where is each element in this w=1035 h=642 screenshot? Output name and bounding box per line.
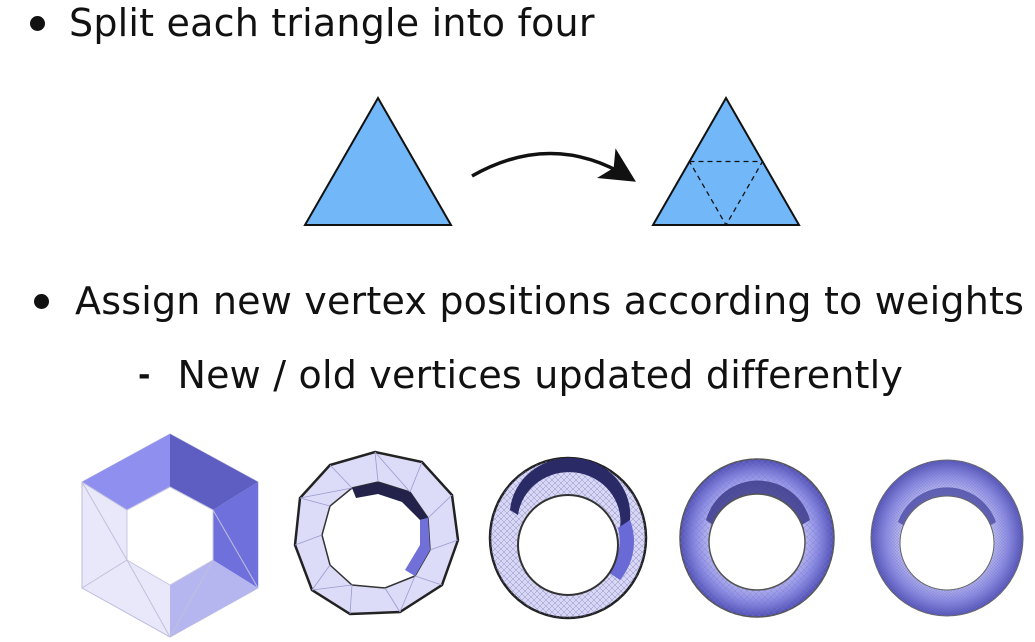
bullet-text: Split each triangle into four [69,1,595,45]
bullet-dot-icon [34,293,49,309]
bullet-split-triangle: Split each triangle into four [30,0,595,46]
bullet-dot-icon [30,15,45,31]
sub-bullet-text: New / old vertices updated differently [177,353,904,397]
sub-bullet-vertices: - New / old vertices updated differently [138,350,903,400]
sub-bullet-dash: - [138,357,151,393]
bullet-text: Assign new vertex positions according to… [75,279,1025,323]
subdivided-triangle [651,95,801,227]
triangle [303,95,453,226]
bullet-assign-positions: Assign new vertex positions according to… [34,278,1024,324]
arrow-icon [471,148,636,182]
